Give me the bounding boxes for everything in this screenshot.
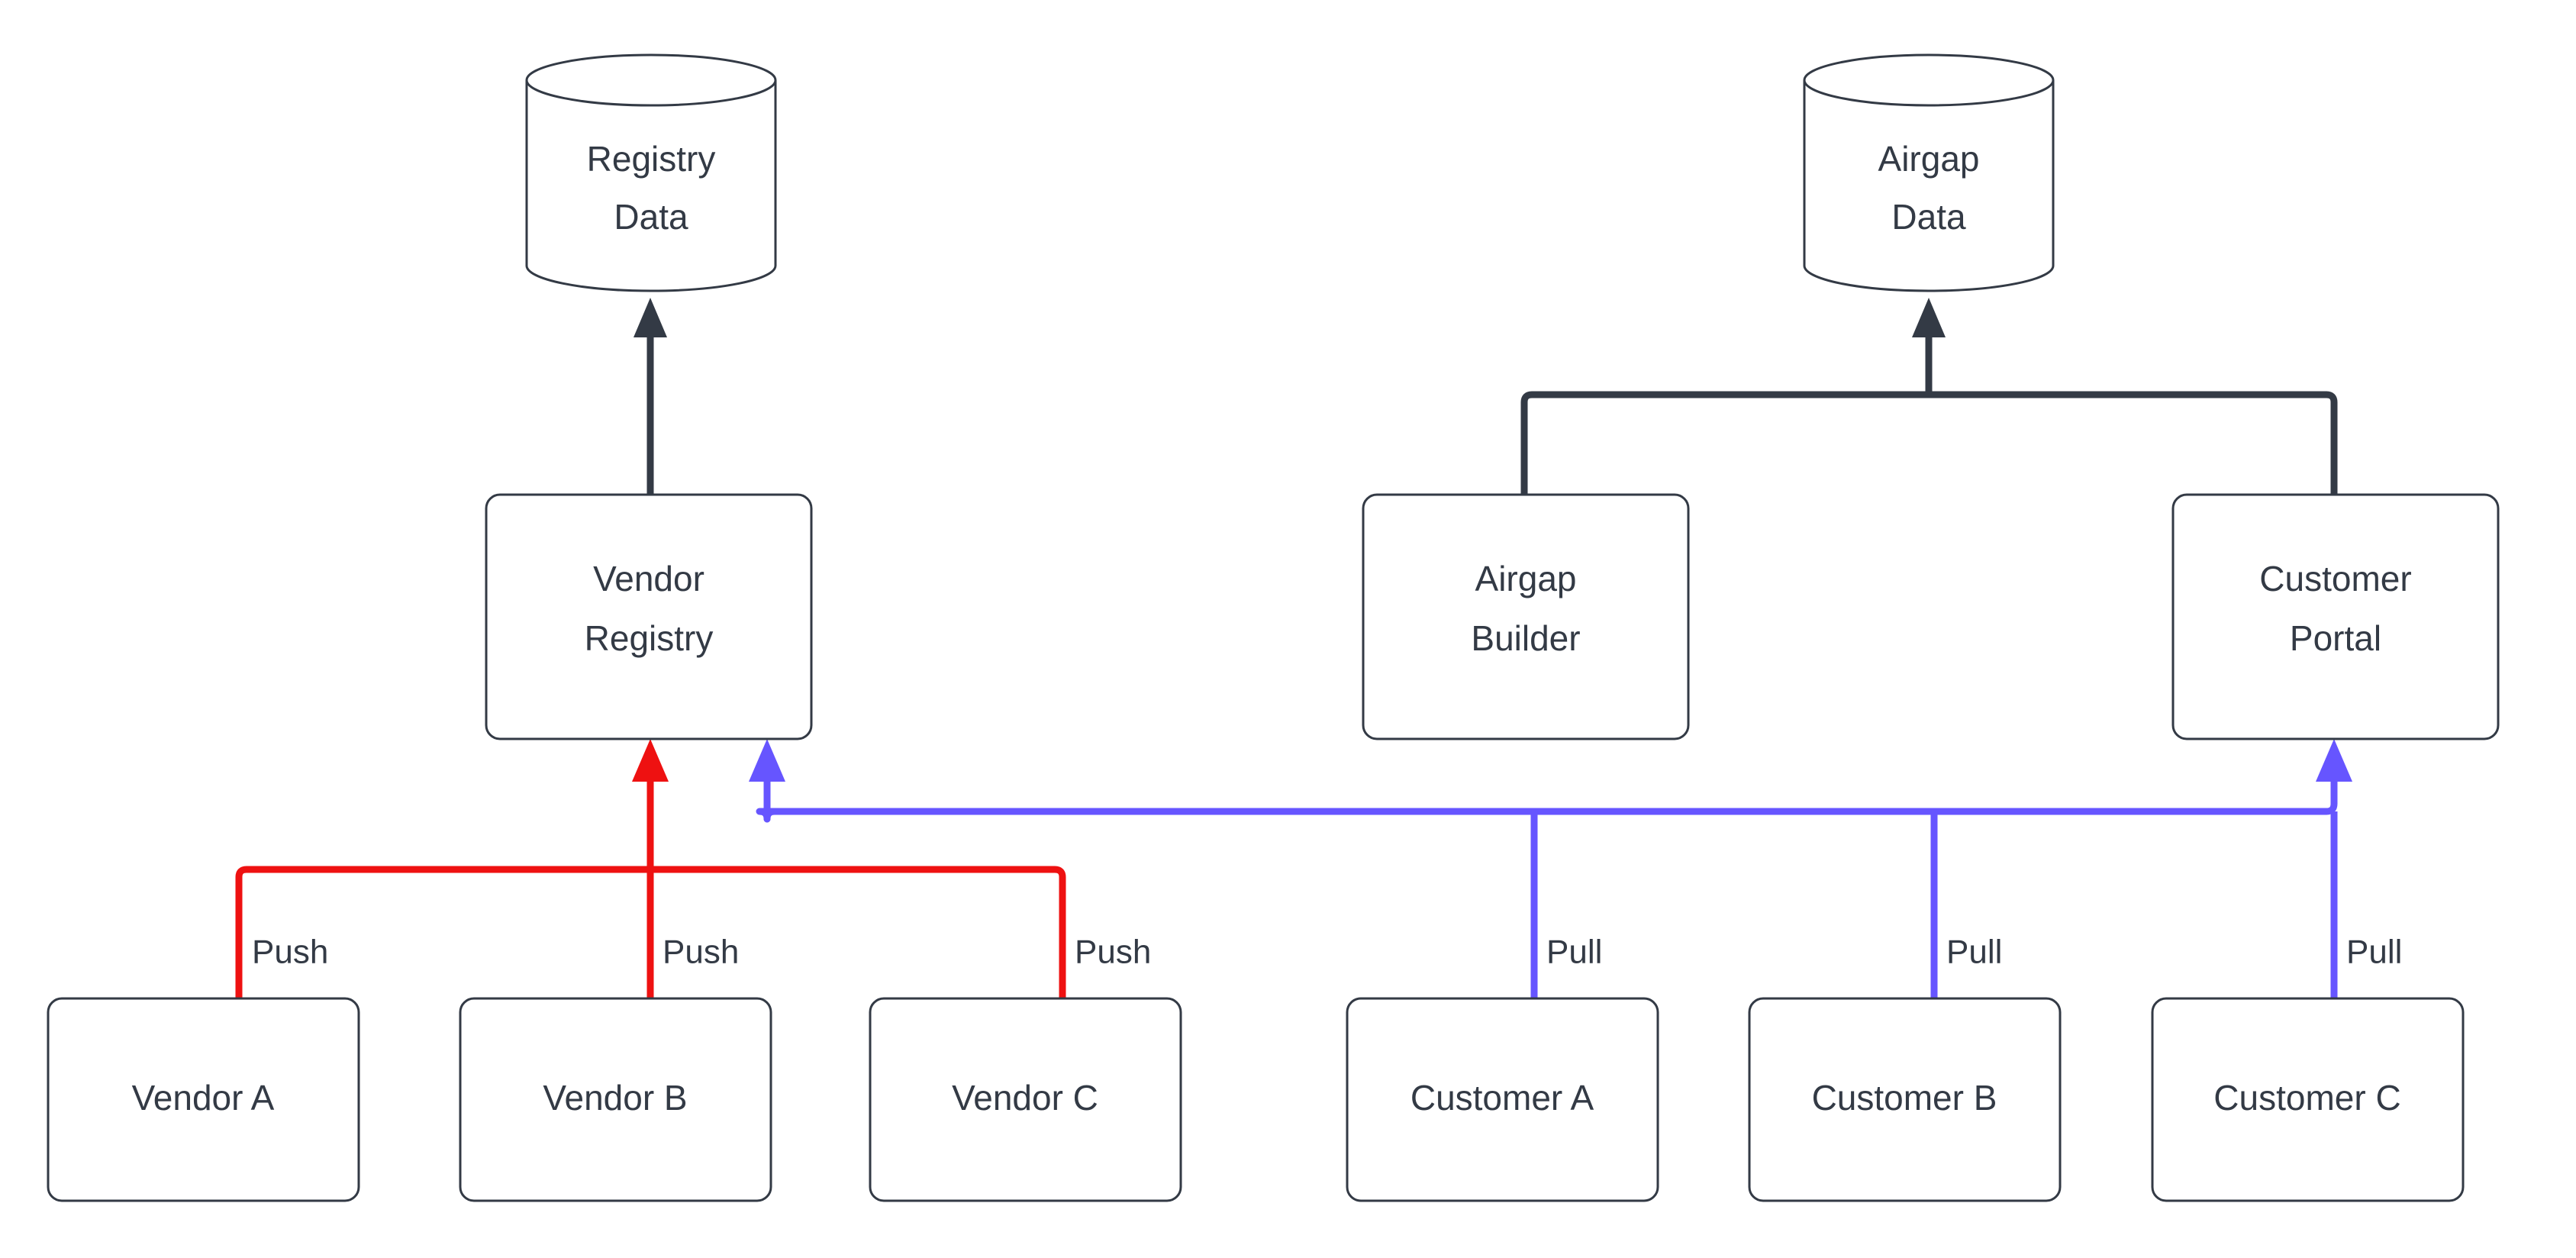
edge-airgap-data-arrow [1912,298,1946,395]
edge-push-bus [235,739,1066,998]
datastore-airgap-data-line1: Airgap [1878,139,1980,179]
node-vendor-c[interactable]: Vendor C [869,997,1182,1202]
edge-customer-portal-to-airgap-data [1929,391,2338,495]
node-vendor-registry[interactable]: Vendor Registry [485,493,813,740]
node-customer-c[interactable]: Customer C [2151,997,2465,1202]
edge-airgap-builder-to-airgap-data [1520,391,1929,495]
node-customer-portal-line1: Customer [2259,559,2411,598]
edge-label-pull-customer-b: Pull [1946,934,2002,971]
node-customer-portal-line2: Portal [2290,618,2381,658]
node-customer-a-label: Customer A [1411,1078,1594,1118]
node-customer-c-label: Customer C [2213,1078,2400,1118]
node-airgap-builder[interactable]: Airgap Builder [1362,493,1690,740]
node-customer-b[interactable]: Customer B [1748,997,2062,1202]
node-vendor-b[interactable]: Vendor B [459,997,772,1202]
node-customer-b-label: Customer B [1812,1078,1997,1118]
edge-pull-bus [749,739,2352,998]
edge-label-push-vendor-c: Push [1075,934,1151,971]
node-vendor-registry-line1: Vendor [593,559,704,598]
node-customer-a[interactable]: Customer A [1346,997,1659,1202]
edge-vendor-registry-to-registry-data [634,298,667,495]
node-vendor-a[interactable]: Vendor A [47,997,360,1202]
edge-label-pull-customer-a: Pull [1546,934,1602,971]
datastore-registry-data[interactable]: Registry Data [525,53,777,292]
node-vendor-b-label: Vendor B [543,1078,687,1118]
datastore-airgap-data-line2: Data [1891,197,1966,237]
edge-label-pull-customer-c: Pull [2346,934,2402,971]
datastore-airgap-data[interactable]: Airgap Data [1803,53,2055,292]
edge-label-push-vendor-b: Push [663,934,739,971]
node-vendor-registry-line2: Registry [585,618,714,658]
node-customer-portal[interactable]: Customer Portal [2171,493,2500,740]
datastore-registry-data-line1: Registry [587,139,716,179]
node-airgap-builder-line1: Airgap [1475,559,1577,598]
node-airgap-builder-line2: Builder [1471,618,1580,658]
node-vendor-a-label: Vendor A [132,1078,275,1118]
node-vendor-c-label: Vendor C [952,1078,1098,1118]
datastore-registry-data-line2: Data [614,197,688,237]
edge-label-push-vendor-a: Push [252,934,328,971]
